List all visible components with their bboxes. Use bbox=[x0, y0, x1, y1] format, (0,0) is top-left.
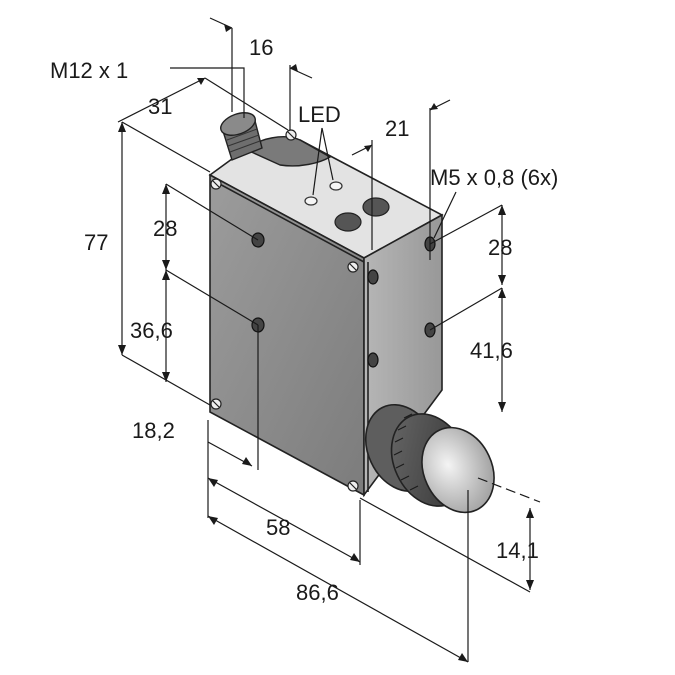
label-dim-21: 21 bbox=[385, 116, 409, 141]
led-indicator-1 bbox=[304, 196, 318, 206]
connector-hood bbox=[245, 136, 332, 167]
top-lens-1 bbox=[334, 212, 362, 232]
led-indicator-2 bbox=[329, 181, 343, 191]
label-dim-14-1: 14,1 bbox=[496, 538, 539, 563]
threaded-hole-icon bbox=[251, 232, 436, 368]
m12-connector bbox=[220, 112, 263, 161]
label-dim-58: 58 bbox=[266, 515, 290, 540]
label-dim-28-right: 28 bbox=[488, 235, 512, 260]
label-m12-thread: M12 x 1 bbox=[50, 58, 128, 83]
label-led: LED bbox=[298, 102, 341, 127]
label-dim-18-2: 18,2 bbox=[132, 418, 175, 443]
screw-icon bbox=[210, 129, 359, 492]
sensor-body bbox=[208, 129, 444, 498]
lens-front bbox=[421, 426, 495, 514]
optical-lens-housing bbox=[364, 403, 495, 514]
label-dim-86-6: 86,6 bbox=[296, 580, 339, 605]
label-dim-41-6: 41,6 bbox=[470, 338, 513, 363]
dimension-lines bbox=[117, 17, 541, 663]
label-dim-16: 16 bbox=[249, 35, 273, 60]
label-dim-77: 77 bbox=[84, 230, 108, 255]
label-dim-36-6: 36,6 bbox=[130, 318, 173, 343]
top-lens-2 bbox=[362, 197, 390, 217]
arrowheads bbox=[118, 24, 534, 662]
label-m5-thread: M5 x 0,8 (6x) bbox=[430, 165, 558, 190]
label-dim-31: 31 bbox=[148, 94, 172, 119]
label-dim-28-left: 28 bbox=[153, 216, 177, 241]
top-edge-chamfer bbox=[213, 180, 365, 263]
